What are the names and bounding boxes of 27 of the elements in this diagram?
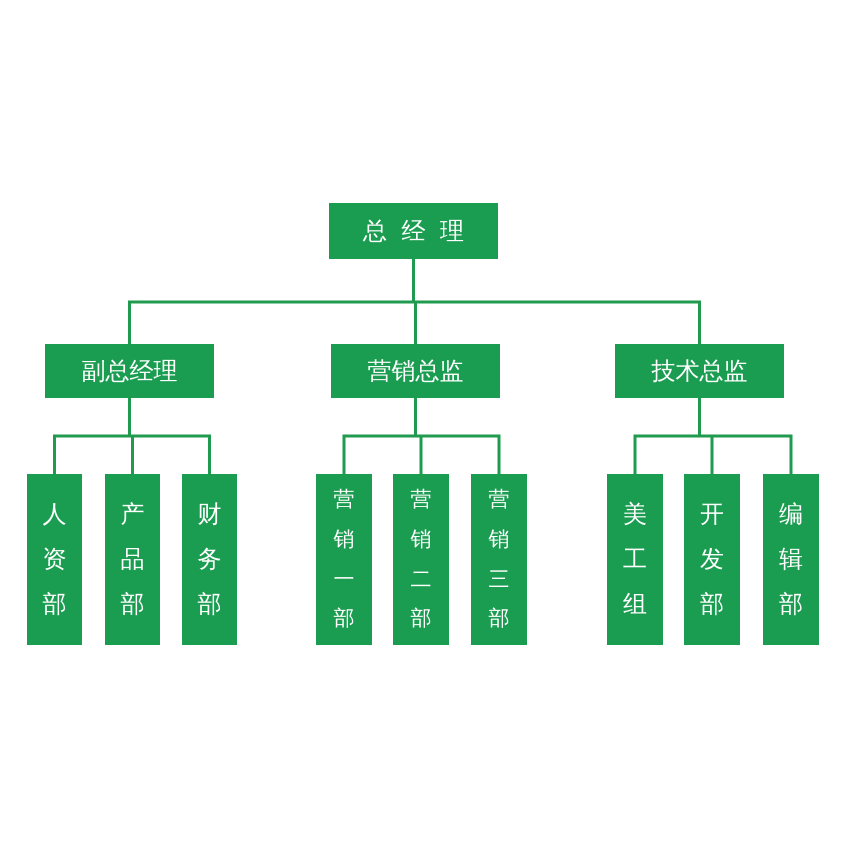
org-box xyxy=(331,344,500,398)
org-box xyxy=(27,474,82,645)
org-box xyxy=(182,474,237,645)
org-box xyxy=(615,344,784,398)
node-label: 编辑部 xyxy=(779,498,803,620)
node-label: 副总经理 xyxy=(82,356,178,386)
node-label: 产品部 xyxy=(120,498,144,620)
node-label: 人资部 xyxy=(42,498,66,620)
node-label: 营销二部 xyxy=(410,486,432,632)
org-box xyxy=(105,474,160,645)
org-box xyxy=(607,474,663,645)
node-label: 开发部 xyxy=(700,498,724,620)
org-box xyxy=(316,474,372,645)
node-label: 营销三部 xyxy=(488,486,510,632)
org-box xyxy=(471,474,527,645)
node-label: 营销一部 xyxy=(334,486,354,632)
org-box xyxy=(763,474,819,645)
node-label: 总经理 xyxy=(362,216,478,246)
node-label: 美工组 xyxy=(623,498,647,620)
org-box xyxy=(329,203,498,259)
org-box xyxy=(393,474,449,645)
node-label: 营销总监 xyxy=(368,356,464,386)
node-label: 技术总监 xyxy=(652,356,748,386)
node-label: 财务部 xyxy=(198,498,222,620)
org-box xyxy=(45,344,214,398)
connector-line xyxy=(412,259,701,344)
org-box xyxy=(684,474,740,645)
